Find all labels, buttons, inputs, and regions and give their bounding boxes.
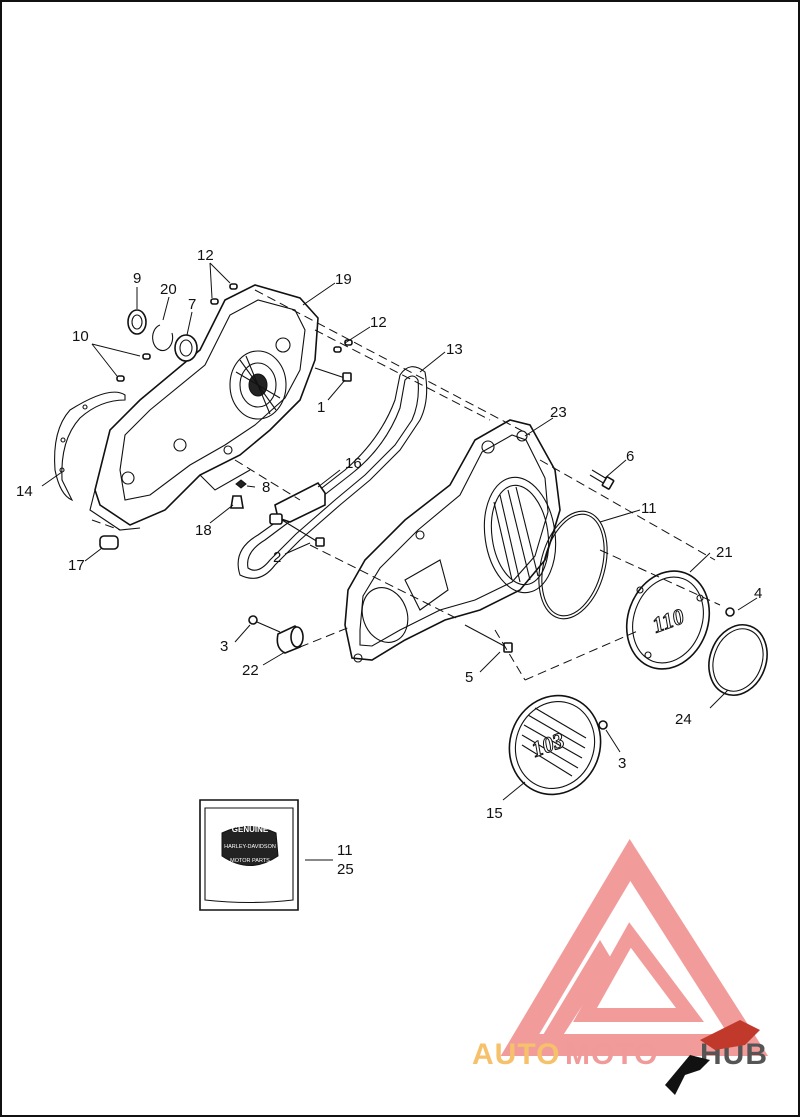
genuine-parts-badge [221,826,279,866]
alignment-lines [234,289,721,681]
motorcycle-icon [700,1020,760,1050]
bearing [174,334,198,362]
callout-3-right: 3 [618,755,626,772]
callout-25: 25 [337,861,354,878]
callout-24: 24 [675,711,692,728]
callout-3-left: 3 [220,638,228,655]
callout-14: 14 [16,483,33,500]
callout-7: 7 [188,296,196,313]
watermark-triangle-inner [573,922,704,1022]
bolt-6 [589,469,615,490]
bolt-1 [314,367,352,382]
watermark-triangle-stripe [540,940,612,1040]
callout-1: 1 [317,399,325,416]
oil-seal [127,309,147,335]
watermark-auto: AUTO [472,1038,560,1071]
bushing-17 [99,535,119,550]
callout-11-kit: 11 [337,842,353,859]
dowel-pins [116,283,353,382]
callout-6: 6 [626,448,634,465]
inner-primary-cover [89,284,319,531]
callout-22: 22 [242,662,259,679]
watermark-wordmark: AUTO MOTO HUB [472,1020,767,1095]
callout-13: 13 [446,341,463,358]
callout-17: 17 [68,557,85,574]
callout-15: 15 [486,805,503,822]
callout-5: 5 [465,669,473,686]
callout-23: 23 [550,404,567,421]
primary-gasket [237,366,428,579]
bolt-5 [464,624,513,653]
callout-4: 4 [754,585,762,602]
callout-16: 16 [345,455,362,472]
check-valve [235,479,247,489]
fitting-18 [230,495,244,509]
derby-gasket [708,624,768,696]
outer-gasket-left [54,391,126,502]
watermark-logo [500,839,769,1056]
derby-cover-110: 110 [625,570,711,670]
callout-12-top: 12 [197,247,214,264]
outer-primary-cover [344,419,561,663]
rider-silhouette-icon [665,1055,710,1095]
derby-cover-103: 103 [508,694,602,796]
badge-bottom-text: MOTOR PARTS [230,858,270,864]
retaining-ring [152,324,174,352]
primary-gasket-inner-edge [247,375,419,571]
callout-20: 20 [160,281,177,298]
badge-top-text: GENUINE [232,825,269,834]
callout-19: 19 [335,271,352,288]
gasket-kit-package: GENUINE HARLEY-DAVIDSON MOTOR PARTS [199,799,299,911]
callout-numbers: 9 20 7 10 12 19 12 1 13 23 6 11 21 4 24 … [16,247,762,878]
derby-screw-4 [725,607,735,617]
bolt-3-left [248,615,281,633]
badge-middle-text: HARLEY-DAVIDSON [224,844,276,850]
derby-screw-3 [598,720,608,730]
callout-8: 8 [262,479,270,496]
callout-2: 2 [273,549,281,566]
watermark-triangle-outer [500,839,769,1056]
callout-12-right: 12 [370,314,387,331]
callout-9: 9 [133,270,141,287]
callout-21: 21 [716,544,733,561]
callout-18: 18 [195,522,212,539]
chain-tensioner [269,481,326,547]
callout-11-ring: 11 [641,500,657,517]
spacer-22 [276,625,304,654]
callout-10: 10 [72,328,89,345]
o-ring [538,510,608,620]
leader-lines [41,262,758,861]
watermark-moto: MOTO [565,1038,658,1071]
